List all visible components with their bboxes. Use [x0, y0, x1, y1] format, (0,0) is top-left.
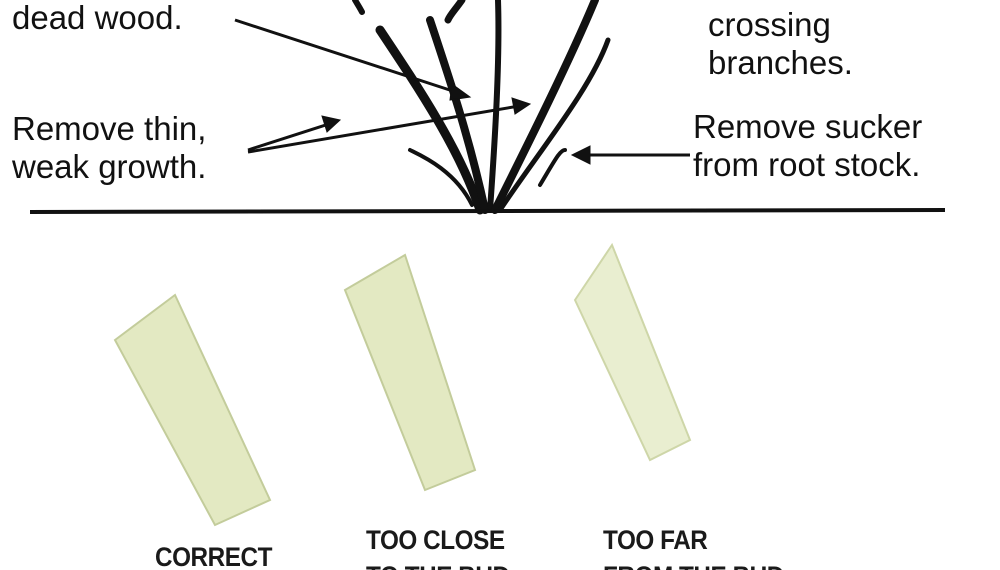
label-thin-growth: Remove thin, weak growth. [12, 110, 207, 185]
pointer-arrows [234, 18, 690, 165]
caption-too-close: TOO CLOSE TO THE BUD [366, 525, 510, 570]
stem-correct-cut [113, 293, 272, 527]
caption-too-far: TOO FAR FROM THE BUD [603, 525, 784, 570]
label-sucker: Remove sucker from root stock. [693, 108, 923, 183]
stem-too-close-cut [343, 253, 477, 492]
caption-correct: CORRECT [155, 542, 272, 570]
ground-line [29, 208, 946, 214]
label-remove-dead-wood: dead wood. [12, 0, 183, 36]
label-crossing-branches: interior crossing branches. [708, 0, 853, 81]
cut-stems [113, 242, 692, 527]
stem-too-far-cut [573, 242, 692, 462]
bush-canes [352, 0, 611, 215]
